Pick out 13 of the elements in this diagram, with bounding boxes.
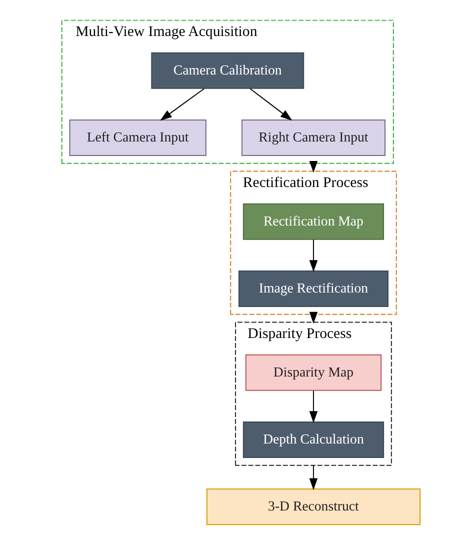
- arrow: [309, 239, 318, 272]
- arrow: [160, 88, 205, 121]
- node-box: 3-D Reconstruct: [206, 488, 421, 526]
- node-box: Right Camera Input: [241, 120, 386, 156]
- arrow: [309, 464, 318, 490]
- node-box: Rectification Map: [242, 203, 384, 240]
- node-box: Depth Calculation: [242, 421, 384, 458]
- arrow: [309, 390, 318, 423]
- node-box: Camera Calibration: [151, 52, 304, 89]
- node-box: Image Rectification: [238, 270, 388, 307]
- node-box: Left Camera Input: [69, 120, 206, 156]
- node-box: Disparity Map: [245, 354, 382, 391]
- arrow: [250, 88, 292, 121]
